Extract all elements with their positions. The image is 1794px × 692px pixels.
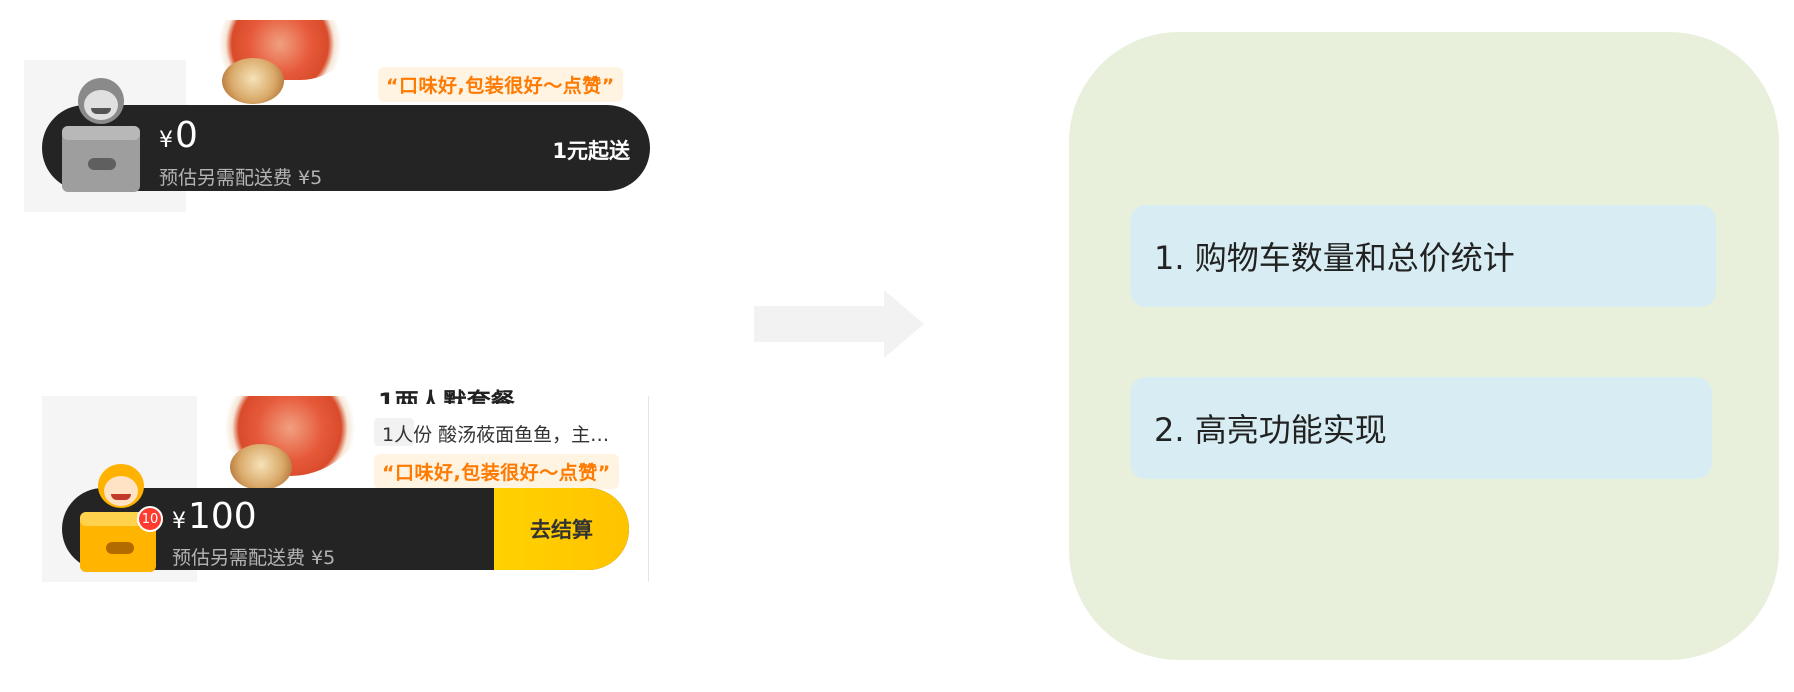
food-desc: 1人份 酸汤莜面鱼鱼，主… <box>382 424 610 446</box>
currency-symbol: ¥ <box>159 128 173 153</box>
min-order-label: 1元起送 <box>552 139 630 163</box>
cart-total: ¥0 <box>159 115 198 156</box>
delivery-fee-note: 预估另需配送费 ¥5 <box>172 547 336 569</box>
food-card-border <box>648 396 649 582</box>
delivery-fee-note: 预估另需配送费 ¥5 <box>159 167 323 189</box>
food-tag: “口味好,包装很好～点赞” <box>374 454 619 489</box>
cart-total-value: 100 <box>188 496 257 537</box>
food-tag: “口味好,包装很好～点赞” <box>378 67 623 102</box>
cart-count-badge: 10 <box>137 506 163 532</box>
food-image-bun <box>222 58 284 104</box>
rider-gray-icon[interactable] <box>58 78 144 192</box>
cart-bar-empty[interactable]: ¥0 预估另需配送费 ¥5 1元起送 <box>42 105 650 191</box>
checkout-button[interactable]: 去结算 <box>494 488 629 570</box>
arrow-right-icon <box>754 290 924 358</box>
food-desc-pill <box>374 418 414 446</box>
cart-total-value: 0 <box>175 115 198 156</box>
food-image-bun <box>230 444 292 490</box>
cart-total: ¥100 <box>172 496 257 537</box>
feature-item-highlight: 2. 高亮功能实现 <box>1130 377 1712 479</box>
feature-panel <box>1069 32 1779 660</box>
currency-symbol: ¥ <box>172 509 186 534</box>
feature-item-cart-stats: 1. 购物车数量和总价统计 <box>1130 205 1716 307</box>
food-title-partial: 1两人默套餐 <box>378 388 515 404</box>
